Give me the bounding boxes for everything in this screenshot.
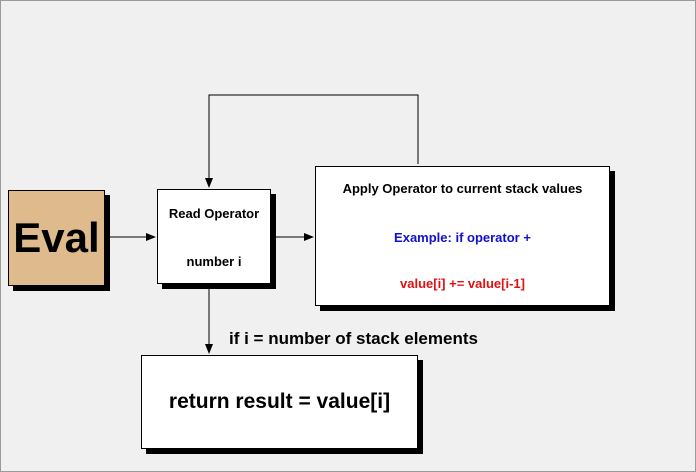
apply-operator-example: Example: if operator + [394,230,531,245]
eval-box: Eval [8,190,105,286]
read-operator-box: Read Operator number i [157,189,271,284]
apply-operator-box: Apply Operator to current stack values E… [315,166,610,306]
read-operator-title: Read Operator [168,206,260,221]
loop-back-arrow [205,94,419,188]
condition-label: if i = number of stack elements [229,329,478,348]
return-result-box: return result = value[i] [141,355,418,449]
apply-operator-title: Apply Operator to current stack values [342,181,583,196]
apply-operator-code: value[i] += value[i-1] [400,276,525,291]
return-result-label: return result = value[i] [168,390,391,413]
read-operator-subtitle: number i [186,254,242,269]
eval-label: Eval [13,214,100,261]
